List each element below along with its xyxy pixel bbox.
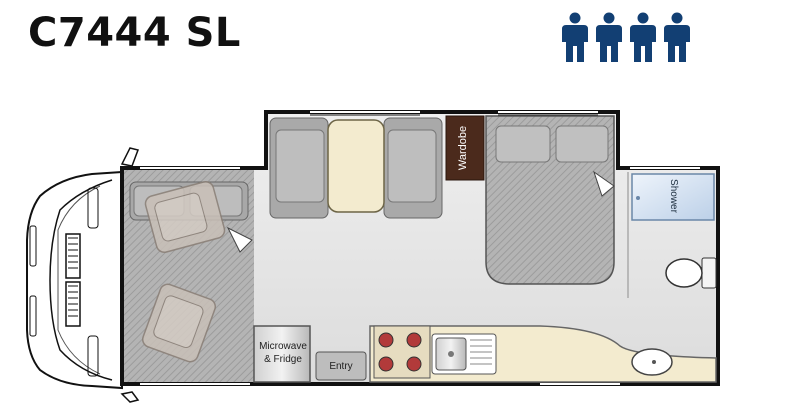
entry-step	[315, 351, 367, 381]
person-icon	[630, 12, 656, 62]
washbasin	[631, 348, 673, 376]
wardrobe	[445, 115, 485, 181]
microwave-label-line2: & Fridge	[264, 354, 302, 365]
person-icon	[562, 12, 588, 62]
person-icon	[596, 12, 622, 62]
bed-corner-icon	[593, 170, 615, 197]
microwave-fridge-unit	[253, 325, 311, 383]
microwave-fridge-label: Microwave & Fridge	[254, 340, 312, 366]
entry-label: Entry	[329, 361, 353, 372]
microwave-label-line1: Microwave	[259, 341, 307, 352]
cab-seat-passenger	[144, 180, 226, 254]
sink	[431, 333, 497, 375]
hob	[373, 325, 431, 379]
wardrobe-label: Wardobe	[457, 125, 469, 171]
model-title: C7444 SL	[28, 10, 241, 56]
cab-seat-driver	[141, 283, 217, 363]
person-icon	[664, 12, 690, 62]
vehicle-cab	[26, 147, 140, 403]
toilet	[665, 257, 717, 289]
door-swing-icon	[226, 226, 253, 253]
shower-label: Shower	[668, 179, 679, 213]
shower-tray	[631, 173, 715, 221]
windows	[140, 111, 700, 385]
dinette-table	[327, 119, 385, 213]
berth-icons	[560, 12, 692, 64]
